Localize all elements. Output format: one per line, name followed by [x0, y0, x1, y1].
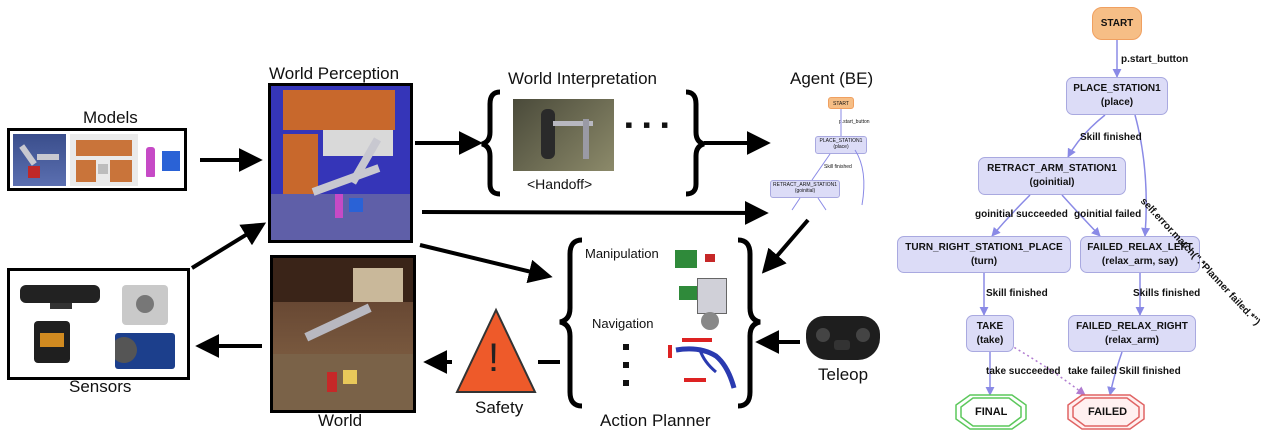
manipulation-label: Manipulation: [585, 246, 659, 261]
edge-goinitial-failed-label: goinitial failed: [1074, 209, 1142, 220]
mini-start-node: START: [828, 97, 854, 109]
hokuyo-sensor-thumbnail: [34, 321, 70, 363]
perception-to-agent-arrow: [421, 200, 769, 225]
navigation-graphic: [668, 338, 737, 389]
model-kitchen-thumbnail: [70, 134, 138, 186]
laser-scanner-thumbnail: [122, 285, 168, 325]
interpretation-ellipsis: ▪ ▪ ▪: [625, 112, 671, 137]
fsm-start-node: START: [1092, 7, 1142, 40]
interpretation-right-brace: [685, 89, 705, 197]
fsm-final-node: FINAL: [975, 406, 1008, 418]
safety-exclamation: !: [488, 336, 500, 380]
fsm-failed-relax-left-node: FAILED_RELAX_LEFT(relax_arm, say): [1080, 236, 1200, 273]
world-perception-label: World Perception: [269, 64, 400, 83]
world-photo: [270, 255, 416, 413]
mini-place-station1-node: PLACE_STATION1(place): [815, 136, 867, 154]
fsm-place-station1-node: PLACE_STATION1(place): [1066, 77, 1168, 115]
sensors-to-perception-arrow: [190, 222, 267, 270]
world-label: World: [318, 411, 363, 430]
edge-start-button-label: p.start_button: [1121, 54, 1189, 65]
fsm-retract-arm-station1-node: RETRACT_ARM_STATION1(goinitial): [978, 157, 1126, 195]
handoff-photo: [513, 99, 614, 171]
model-cube-thumbnail: [162, 151, 180, 171]
fsm-take-node: TAKE(take): [966, 315, 1014, 352]
model-robot-arm-thumbnail: [13, 134, 66, 186]
action-planner-label: Action Planner: [600, 411, 711, 430]
edge-skill-finished-3-label: Skill finished: [1119, 366, 1181, 377]
edge-goinitial-succeeded-label: goinitial succeeded: [975, 209, 1068, 220]
architecture-arrows: [190, 89, 865, 409]
edge-take-succeeded-label: take succeeded: [986, 366, 1061, 377]
perception-to-planner-arrow: [419, 243, 553, 284]
models-label: Models: [83, 108, 138, 127]
world-interpretation-label: World Interpretation: [508, 69, 657, 88]
fsm-failed-node: FAILED: [1088, 406, 1128, 418]
camera-sensor-thumbnail: [115, 333, 175, 369]
sensors-label: Sensors: [69, 377, 132, 396]
teleop-label: Teleop: [818, 365, 869, 384]
safety-warning-icon: [455, 307, 537, 393]
agent-to-planner-arrow: [761, 218, 810, 274]
planner-right-brace: [737, 237, 761, 409]
kinect-sensor-thumbnail: [20, 285, 100, 303]
fsm-turn-right-station1-place-node: TURN_RIGHT_STATION1_PLACE(turn): [897, 236, 1071, 273]
sensors-box: [7, 268, 190, 380]
mini-retract-arm-node: RETRACT_ARM_STATION1(goinitial): [770, 180, 840, 198]
agent-label: Agent (BE): [790, 69, 874, 88]
safety-label: Safety: [475, 398, 524, 417]
navigation-label: Navigation: [592, 316, 654, 331]
mini-skill-finished-label: Skill finished: [824, 164, 852, 170]
edge-skill-finished-label: Skill finished: [1080, 132, 1142, 143]
interpretation-left-brace: [481, 89, 501, 197]
manipulation-arm-graphic: [675, 250, 735, 330]
handoff-label: <Handoff>: [527, 176, 593, 192]
fsm-failed-relax-right-node: FAILED_RELAX_RIGHT(relax_arm): [1068, 315, 1196, 352]
mini-start-button-label: p.start_button: [839, 119, 870, 125]
gamepad-icon: [806, 316, 880, 360]
edge-skill-finished-2-label: Skill finished: [986, 288, 1048, 299]
world-perception-image: [268, 83, 413, 243]
models-box: [7, 128, 187, 191]
model-bottle-thumbnail: [146, 147, 155, 177]
edge-take-failed-label: take failed: [1068, 366, 1117, 377]
planner-left-brace: [559, 237, 583, 409]
edge-skills-finished-label: Skills finished: [1133, 288, 1201, 299]
